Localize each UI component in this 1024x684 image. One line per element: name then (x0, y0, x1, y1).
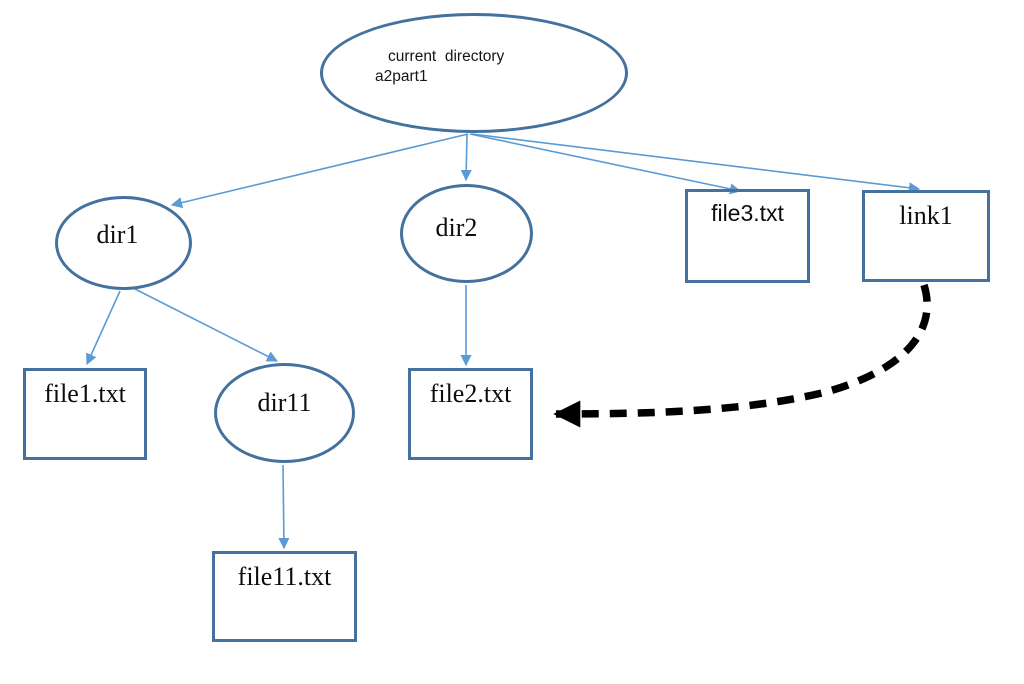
edge-root-dir2 (460, 133, 472, 182)
file2-label: file2.txt (429, 379, 512, 408)
current-directory-label: current directory a2part1 (375, 47, 504, 87)
link1-label: link1 (899, 201, 953, 230)
edge-dir1-dir11 (132, 287, 278, 362)
file3-label: file3.txt (711, 200, 784, 226)
edge-root-link1 (471, 133, 921, 194)
dir2-label: dir2 (435, 213, 478, 243)
edge-dir1-file1 (86, 290, 121, 366)
dir1-label: dir1 (96, 219, 139, 249)
node-dir2: dir2 (400, 184, 533, 283)
file11-label: file11.txt (237, 562, 332, 591)
node-dir11: dir11 (214, 363, 355, 463)
edge-link1-file2-symlink (553, 283, 931, 428)
node-file11: file11.txt (212, 551, 357, 642)
current-directory-line1: current directory (388, 48, 505, 65)
current-directory-line2: a2part1 (375, 68, 428, 85)
node-file2: file2.txt (408, 368, 533, 460)
edge-root-file3 (469, 133, 742, 195)
node-current-directory: current directory a2part1 (320, 13, 628, 133)
node-dir1: dir1 (55, 196, 192, 290)
node-link1: link1 (862, 190, 990, 282)
node-file1: file1.txt (23, 368, 147, 460)
dir11-label: dir11 (257, 387, 312, 417)
node-file3: file3.txt (685, 189, 810, 283)
file1-label: file1.txt (44, 379, 126, 408)
edge-dir11-file11 (278, 464, 290, 550)
